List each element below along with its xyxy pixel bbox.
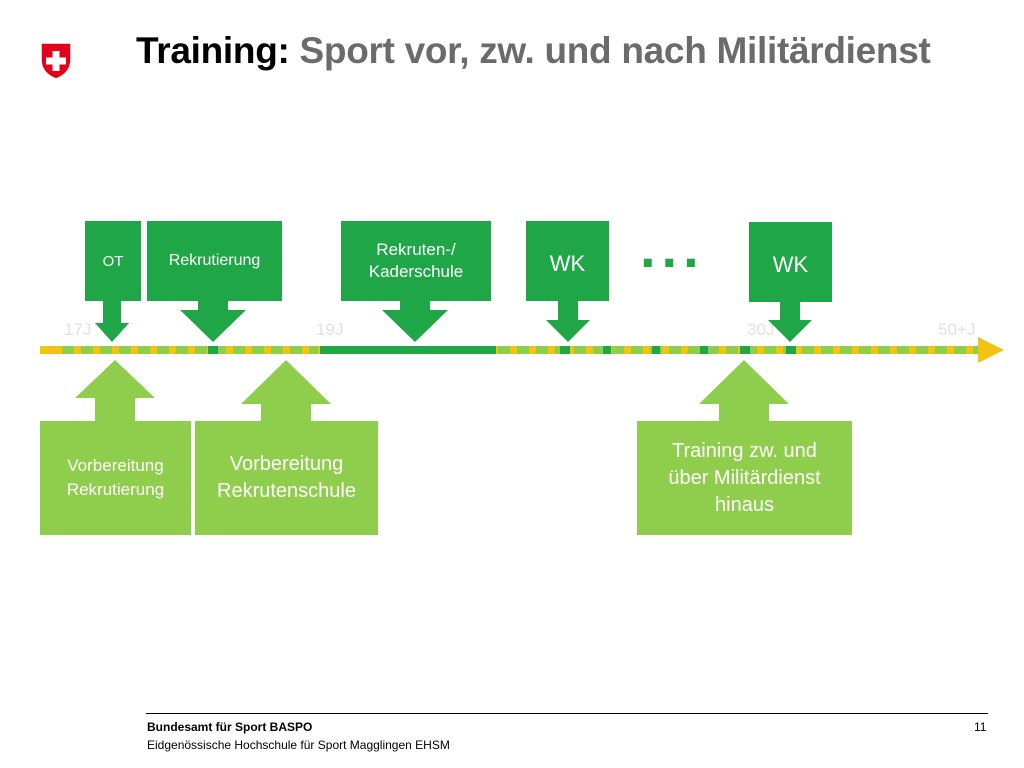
timeline-marker	[740, 346, 750, 354]
timeline-marker	[560, 346, 570, 354]
ellipsis: ...	[640, 220, 705, 276]
box-vorbereitung-rekrutenschule-label: Vorbereitung Rekrutenschule	[217, 453, 356, 502]
title-sub: Sport vor, zw. und nach Militärdienst	[299, 30, 931, 71]
box-vorbereitung-rekrutenschule: Vorbereitung Rekrutenschule	[195, 421, 378, 535]
box-wk-2: WK	[749, 222, 832, 302]
title-main: Training:	[136, 30, 290, 71]
footer-org: Bundesamt für Sport BASPO	[147, 720, 313, 734]
up-arrow-training	[699, 360, 789, 422]
swiss-cross-shield-icon	[40, 42, 72, 80]
down-arrow-wk2	[768, 302, 812, 342]
down-arrow-rekrutenschule	[382, 300, 448, 342]
box-training-label: Training zw. und über Militärdienst hina…	[668, 439, 821, 516]
box-vorbereitung-rekrutierung: Vorbereitung Rekrutierung	[40, 421, 191, 535]
page-title: Training: Sport vor, zw. und nach Militä…	[136, 30, 931, 72]
box-wk-2-label: WK	[772, 252, 809, 277]
ellipsis-text: ...	[640, 216, 705, 279]
down-arrow-rekrutierung	[180, 300, 246, 342]
timeline-marker	[786, 346, 796, 354]
age-label-50plus: 50+J	[938, 320, 976, 339]
page-number: 11	[974, 720, 987, 734]
timeline-marker	[652, 346, 660, 354]
footer-divider	[146, 713, 988, 714]
timeline-marker	[603, 346, 611, 354]
box-rekrutierung-label: Rekrutierung	[168, 252, 261, 269]
box-wk-1: WK	[526, 221, 609, 301]
age-label-17: 17J	[64, 320, 92, 339]
box-training: Training zw. und über Militärdienst hina…	[637, 421, 852, 535]
box-rekrutierung: Rekrutierung	[147, 221, 282, 301]
box-ot: OT	[85, 221, 141, 301]
box-rekrutenschule-label: Rekruten-/ Kaderschule	[368, 240, 464, 281]
timeline-arrowhead	[978, 337, 1004, 363]
timeline-marker	[700, 346, 708, 354]
up-arrow-vorbereitung-rekrutierung	[75, 360, 155, 422]
age-label-30: 30J	[747, 320, 775, 339]
down-arrow-ot	[95, 300, 129, 342]
timeline-marker	[208, 346, 218, 354]
box-vorbereitung-rekrutierung-label: Vorbereitung Rekrutierung	[66, 456, 165, 499]
box-rekrutenschule: Rekruten-/ Kaderschule	[341, 221, 491, 301]
down-arrow-wk1	[546, 300, 590, 342]
box-wk-1-label: WK	[549, 251, 586, 276]
footer-school: Eidgenössische Hochschule für Sport Magg…	[147, 738, 450, 752]
box-ot-label: OT	[102, 252, 124, 270]
age-label-19: 19J	[316, 320, 344, 339]
up-arrow-vorbereitung-rekrutenschule	[241, 360, 331, 422]
